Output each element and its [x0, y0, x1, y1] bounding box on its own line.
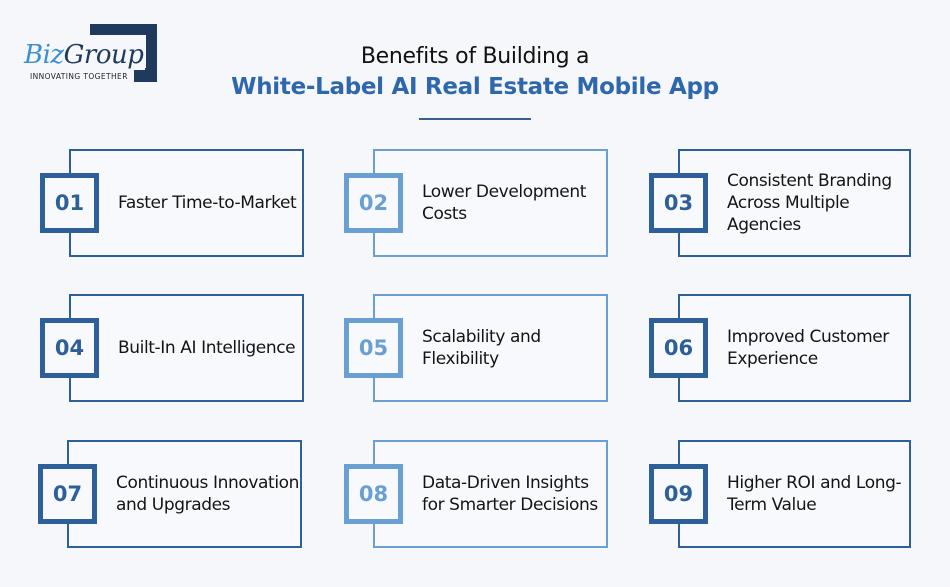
- logo-wordmark: BizGroup: [24, 40, 146, 70]
- benefit-card-05: 05 Scalability and Flexibility: [344, 294, 624, 402]
- benefit-number: 06: [649, 318, 708, 378]
- benefit-card-03: 03 Consistent Branding Across Multiple A…: [649, 149, 929, 257]
- benefit-text: Lower Development Costs: [422, 182, 586, 224]
- benefit-card-02: 02 Lower Development Costs: [344, 149, 624, 257]
- card-frame: [373, 440, 608, 548]
- benefit-text: Built-In AI Intelligence: [118, 338, 296, 358]
- benefit-number: 01: [40, 173, 99, 233]
- benefit-card-08: 08 Data-Driven Insights for Smarter Deci…: [344, 440, 624, 548]
- benefit-card-07: 07 Continuous Innovation and Upgrades: [38, 440, 318, 548]
- benefit-card-06: 06 Improved Customer Experience: [649, 294, 929, 402]
- benefit-text: Faster Time-to-Market: [118, 193, 297, 213]
- benefit-number: 09: [649, 464, 708, 524]
- title-divider: [419, 118, 531, 120]
- bizgroup-logo: BizGroup INNOVATING TOGETHER: [22, 24, 157, 86]
- benefit-text: Consistent Branding Across Multiple Agen…: [727, 171, 892, 235]
- card-frame: [373, 294, 608, 402]
- logo-frame-icon: [90, 24, 157, 82]
- card-frame: [678, 294, 911, 402]
- benefit-text: Data-Driven Insights for Smarter Decisio…: [422, 473, 598, 515]
- logo-tagline: INNOVATING TOGETHER: [30, 72, 128, 81]
- benefit-number: 07: [38, 464, 97, 524]
- benefit-number: 05: [344, 318, 403, 378]
- benefit-card-09: 09 Higher ROI and Long-Term Value: [649, 440, 929, 548]
- benefit-card-04: 04 Built-In AI Intelligence: [40, 294, 320, 402]
- benefit-number: 04: [40, 318, 99, 378]
- page-title: Benefits of Building a White-Label AI Re…: [0, 42, 950, 102]
- benefit-text: Scalability and Flexibility: [422, 327, 541, 369]
- benefit-card-01: 01 Faster Time-to-Market: [40, 149, 320, 257]
- benefit-text: Improved Customer Experience: [727, 327, 889, 369]
- logo-frame-corner: [134, 68, 157, 82]
- benefit-text: Higher ROI and Long-Term Value: [727, 473, 902, 515]
- benefit-number: 08: [344, 464, 403, 524]
- card-frame: [69, 149, 304, 257]
- benefit-number: 02: [344, 173, 403, 233]
- title-line-1: Benefits of Building a: [360, 44, 590, 69]
- benefit-number: 03: [649, 173, 708, 233]
- benefit-text: Continuous Innovation and Upgrades: [116, 473, 300, 515]
- title-line-2: White-Label AI Real Estate Mobile App: [231, 74, 719, 100]
- card-frame: [67, 440, 302, 548]
